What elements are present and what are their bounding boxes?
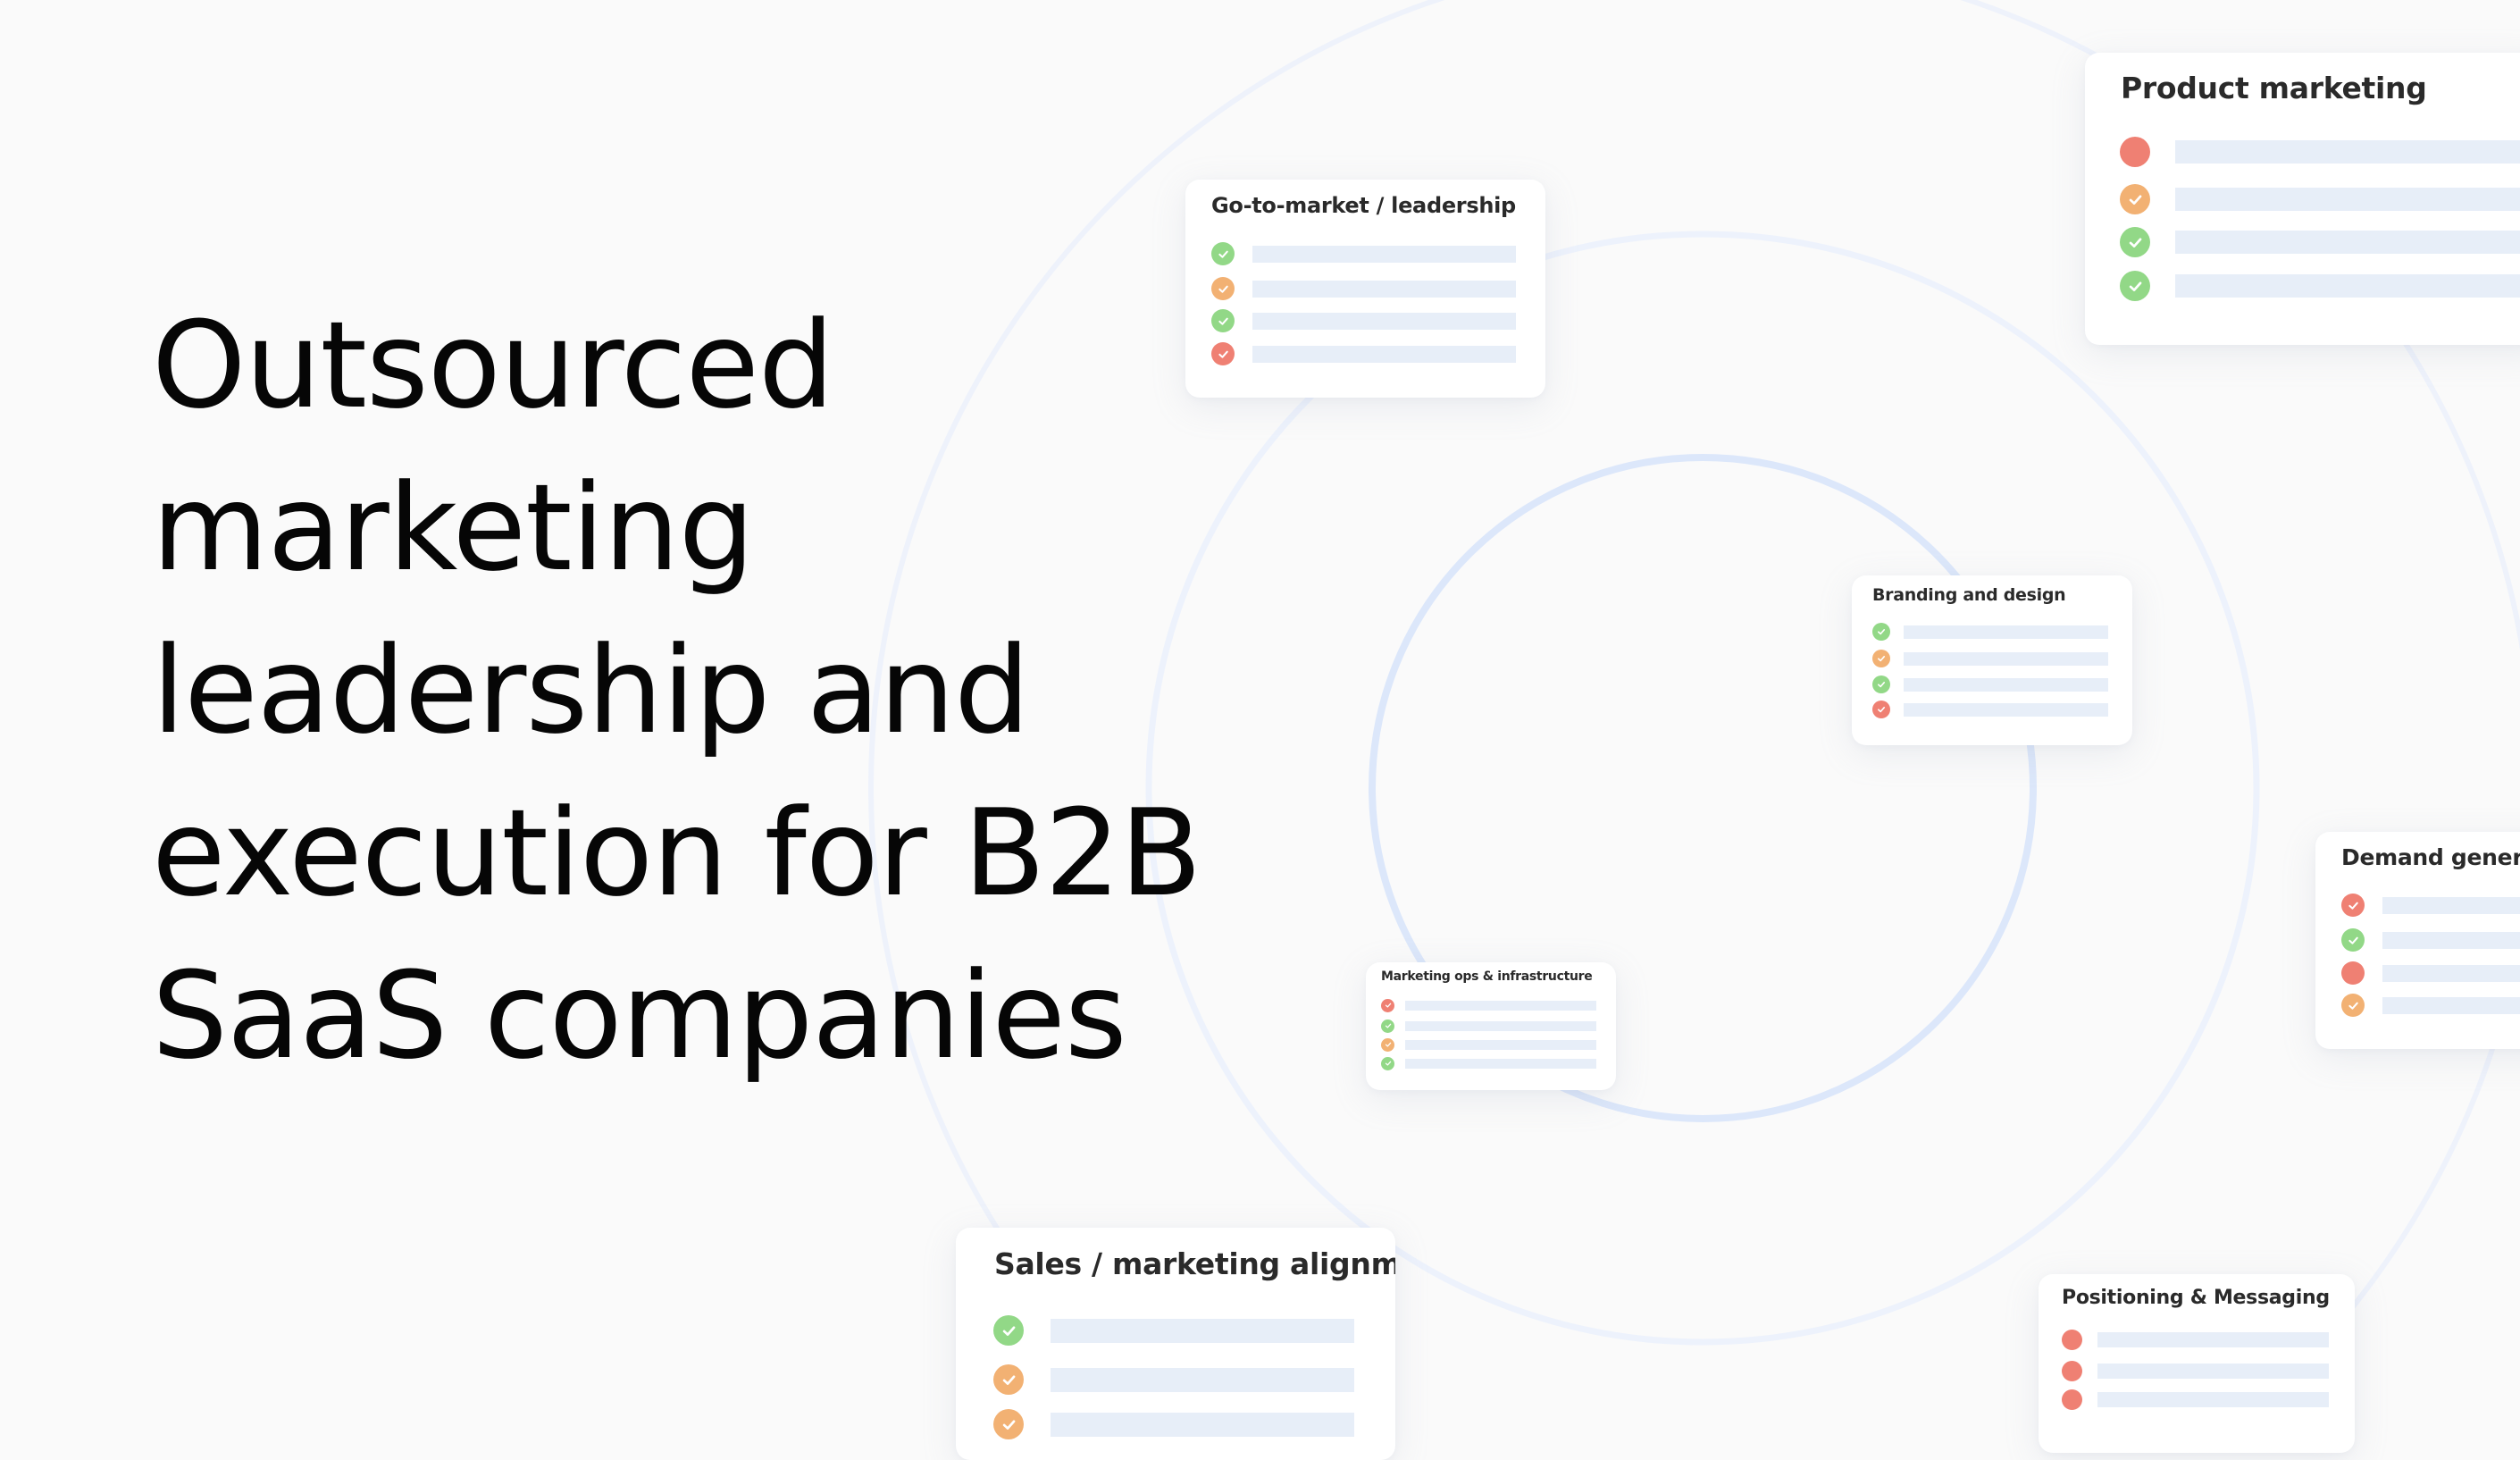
status-dot-red-icon xyxy=(2062,1360,2082,1381)
outer-ring xyxy=(868,0,2520,1418)
check-circle-red-icon xyxy=(1381,998,1394,1012)
placeholder-bar xyxy=(2097,1391,2329,1407)
check-circle-orange-icon xyxy=(993,1409,1024,1439)
card-title: Sales / marketing alignment xyxy=(994,1246,1395,1281)
check-circle-red-icon xyxy=(1211,342,1235,365)
check-circle-green-icon xyxy=(2341,928,2365,952)
placeholder-bar xyxy=(2097,1331,2329,1347)
placeholder-bar xyxy=(2382,964,2520,982)
hero-headline: Outsourced marketing leadership and exec… xyxy=(152,284,1313,1097)
card-title: Demand generation xyxy=(2341,844,2520,870)
check-circle-green-icon xyxy=(993,1315,1024,1346)
placeholder-bar xyxy=(1252,245,1516,263)
headline-line: execution for B2B xyxy=(152,784,1202,923)
check-circle-orange-icon xyxy=(1381,1037,1394,1052)
placeholder-bar xyxy=(2175,274,2520,298)
status-dot-red-icon xyxy=(2062,1389,2082,1410)
placeholder-bar xyxy=(1252,280,1516,298)
check-circle-green-icon xyxy=(1211,309,1235,332)
placeholder-bar xyxy=(1904,651,2108,666)
check-circle-green-icon xyxy=(1872,623,1890,641)
headline-line: SaaS companies xyxy=(152,946,1127,1086)
card-branding-design: Branding and design xyxy=(1852,575,2132,745)
card-title: Branding and design xyxy=(1872,585,2066,605)
check-circle-green-icon xyxy=(1381,1056,1394,1070)
inner-ring xyxy=(1369,454,2037,1122)
placeholder-bar xyxy=(1252,312,1516,330)
status-dot-red-icon xyxy=(2120,137,2150,167)
placeholder-bar xyxy=(1051,1318,1354,1343)
concentric-rings-decoration xyxy=(868,0,2520,1418)
status-dot-red-icon xyxy=(2341,961,2365,985)
placeholder-bar xyxy=(2175,231,2520,254)
check-circle-red-icon xyxy=(2341,894,2365,917)
check-circle-orange-icon xyxy=(993,1364,1024,1395)
check-circle-green-icon xyxy=(2120,271,2150,301)
placeholder-bar xyxy=(2382,996,2520,1014)
headline-line: marketing xyxy=(152,458,755,598)
card-go-to-market: Go-to-market / leadership xyxy=(1185,180,1545,398)
placeholder-bar xyxy=(1405,1039,1596,1050)
placeholder-bar xyxy=(2382,896,2520,914)
check-circle-orange-icon xyxy=(2120,184,2150,214)
card-marketing-ops: Marketing ops & infrastructure xyxy=(1366,962,1616,1090)
placeholder-bar xyxy=(2382,931,2520,949)
check-circle-orange-icon xyxy=(2341,994,2365,1017)
check-circle-orange-icon xyxy=(1211,277,1235,300)
middle-ring xyxy=(1145,231,2260,1346)
placeholder-bar xyxy=(1252,345,1516,363)
check-circle-green-icon xyxy=(1872,675,1890,693)
placeholder-bar xyxy=(1405,1058,1596,1069)
card-title: Go-to-market / leadership xyxy=(1211,193,1516,218)
placeholder-bar xyxy=(1405,1000,1596,1011)
placeholder-bar xyxy=(1904,677,2108,692)
check-circle-green-icon xyxy=(1381,1019,1394,1033)
headline-line: Outsourced xyxy=(152,296,834,435)
status-dot-red-icon xyxy=(2062,1329,2082,1350)
placeholder-bar xyxy=(1405,1020,1596,1031)
placeholder-bar xyxy=(1904,702,2108,717)
card-title: Marketing ops & infrastructure xyxy=(1381,969,1593,984)
headline-line: leadership and xyxy=(152,621,1030,760)
placeholder-bar xyxy=(1051,1367,1354,1392)
placeholder-bar xyxy=(2175,140,2520,164)
check-circle-green-icon xyxy=(1211,242,1235,265)
placeholder-bar xyxy=(1051,1412,1354,1437)
placeholder-bar xyxy=(2097,1363,2329,1379)
card-title: Positioning & Messaging xyxy=(2062,1287,2330,1309)
check-circle-green-icon xyxy=(2120,227,2150,257)
card-product-marketing: Product marketing xyxy=(2085,53,2520,345)
check-circle-red-icon xyxy=(1872,701,1890,718)
card-demand-generation: Demand generation xyxy=(2315,832,2520,1049)
card-title: Product marketing xyxy=(2121,71,2427,105)
placeholder-bar xyxy=(1904,625,2108,639)
placeholder-bar xyxy=(2175,188,2520,211)
card-positioning-messaging: Positioning & Messaging xyxy=(2039,1274,2355,1453)
card-sales-marketing-alignment: Sales / marketing alignment xyxy=(956,1228,1395,1460)
check-circle-orange-icon xyxy=(1872,650,1890,667)
